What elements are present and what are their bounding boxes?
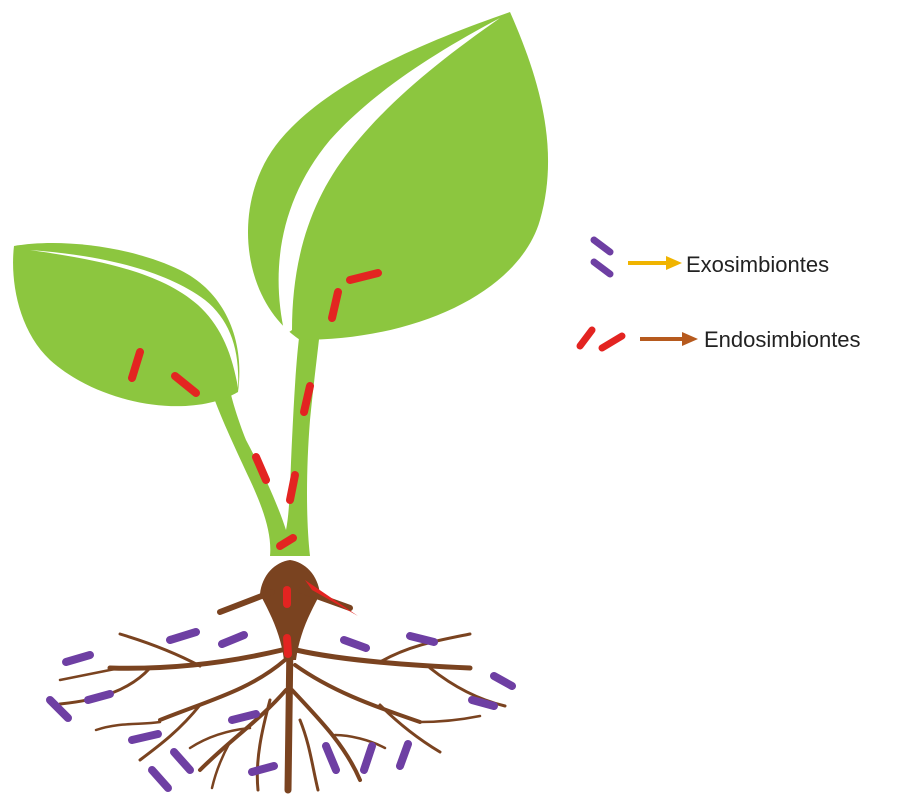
exosymbiont [232, 714, 256, 720]
exosymbionts-group [50, 632, 512, 788]
root-system [60, 560, 505, 790]
legend-exo-symbol [594, 240, 610, 274]
legend-exo-arrow-icon [628, 256, 682, 270]
exosymbiont [174, 752, 190, 770]
exosymbiont [152, 770, 168, 788]
endosymbiont [290, 475, 295, 500]
legend [580, 240, 698, 348]
exosymbiont [170, 632, 196, 640]
exosymbiont [400, 744, 408, 766]
exosymbiont [494, 676, 512, 686]
legend-endo-arrow-icon [640, 332, 698, 346]
legend-endo-label: Endosimbiontes [704, 327, 861, 353]
exosymbiont [88, 694, 110, 700]
legend-exo-label: Exosimbiontes [686, 252, 829, 278]
exosymbiont [252, 766, 274, 772]
legend-endo-symbol [580, 330, 622, 348]
exosymbiont [344, 640, 366, 648]
exosymbiont [410, 636, 434, 642]
exosymbiont [132, 734, 158, 740]
exosymbiont [222, 635, 244, 644]
exosymbiont [66, 655, 90, 662]
plant-shoot [13, 12, 548, 556]
endosymbiont [287, 638, 288, 654]
exosymbiont [364, 746, 372, 770]
exosymbiont [326, 746, 336, 770]
